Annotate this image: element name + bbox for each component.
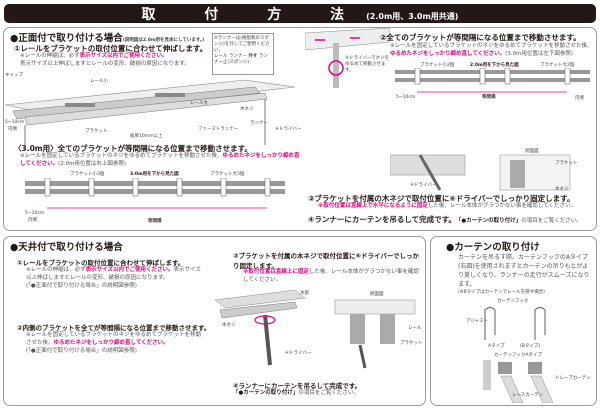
label-small-brackets: ブラケット小2個 [420, 63, 455, 68]
ceiling-step3-note: ※取付位置は直線上に固定した後、レール本体がグラつかない事を確認してください。 [243, 269, 419, 283]
front-step4: ④ランナーにカーテンを吊るして完成です。「●カーテンの取り付け」の項目をご覧くだ… [308, 215, 582, 224]
label-rail-small: レール小 [90, 79, 108, 84]
label-adjust: アジャスト [466, 319, 489, 324]
ceiling-step2-note: ※レールを固定しているブラケットのネジをゆるめてブラケットを移動させた後、ゆるめ… [26, 332, 201, 354]
hook-diagram [484, 306, 546, 340]
label-equal-2m: 等間隔 [482, 95, 496, 100]
label-cap: キャップ [5, 73, 23, 78]
label-inside-3m: 内側 [28, 218, 37, 223]
label-runner: ランナー [250, 121, 268, 126]
curtain-note: (※Bタイプはカーテンでレールを隠す場合) [458, 290, 545, 295]
front-heading: ●正面付で取り付ける場合(説明図は2.0m用を見本にしています。) [10, 33, 205, 44]
front-mount-panel [3, 27, 597, 231]
label-inside: 内側 [8, 127, 17, 132]
label-c-side: 側面図 [370, 292, 384, 297]
label-wood-screw: 木ネジ [555, 187, 569, 192]
label-c-driver: ④ドライバー [285, 351, 312, 356]
ceiling-heading: ●天井付で取り付ける場合 [10, 242, 123, 253]
label-first-runner: ファーストランナー [198, 127, 239, 132]
page-subtitle: (2.0m用、3.0m用共通) [366, 12, 459, 21]
ceiling-diagram [215, 290, 416, 369]
curtain-body: カーテンを吊るす際、カーテンフックのAタイプ(右図)を使用されますとカーテンの吊… [458, 254, 590, 288]
label-loosen: ④ドライバーでネジをゆるめて移動させます。 [345, 56, 390, 73]
ceiling-step1: ①レールをブラケットの取付位置に合わせて伸ばします。 [17, 259, 185, 267]
label-drape: ドレープカーテン [555, 376, 591, 381]
curtain-hang-diagram [483, 360, 554, 403]
front-step-3m: 〈3.0m用〉全てのブラケットが等間隔になる位置まで移動させます。 [14, 144, 252, 153]
front-step1-note: ※レールの伸縮は、必ず表示サイズ以内でご使用ください。表示サイズ以上伸ばしますと… [20, 53, 190, 67]
ceiling-step3: ③ブラケットを付属の木ネジで取付位置に④ドライバーでしっかり固定します。 [233, 252, 419, 270]
label-equal-3m: 等間隔 [148, 219, 162, 224]
label-c-bracket: ブラケット [400, 341, 423, 346]
front-step3: ③ブラケットを付属の木ネジで取付位置に④ドライバーでしっかり固定します。 [308, 194, 575, 203]
label-side-view: 側面図 [525, 149, 539, 154]
rail-2m-bottom-view [395, 68, 590, 93]
label-offset: 5~10cm [5, 120, 25, 125]
curtain-panel [430, 236, 597, 406]
label-view-3m: 3.0m用を下から見た図 [130, 172, 179, 177]
bracket-detail-diagram [305, 28, 390, 88]
label-bracket: ブラケット [85, 129, 108, 134]
page-title: 取 付 方 法 [141, 7, 367, 23]
label-c-rail: レール [408, 326, 422, 331]
ceiling-mount-panel [3, 236, 426, 406]
front-step-3m-note: ※レールを固定しているブラケットのネジをゆるめてブラケットを移動させた後、ゆるめ… [20, 153, 300, 167]
front-step1: ①レールをブラケットの取付位置に合わせて伸ばします。 [14, 44, 208, 53]
front-step2-note: ※レールを固定しているブラケットのネジをゆるめてブラケットを移動させた後、ゆるめ… [390, 43, 593, 57]
ceiling-step2: ②内側のブラケットを全てが等間隔になる位置まで移動させます。 [17, 324, 211, 332]
label-hook: カーテンフック [497, 299, 529, 304]
label-board: 板厚10mm以上 [130, 134, 163, 139]
label-inside-2m: 内側 [575, 96, 584, 101]
label-driver: ④ドライバー [275, 127, 302, 132]
side-view-diagram [390, 154, 571, 191]
label-small-3: ブラケット小3個 [70, 172, 105, 177]
label-c-screw: 木ネジ [222, 323, 236, 328]
label-type-a: Aタイプ [488, 344, 505, 349]
label-driver-3: ④ドライバー [410, 183, 437, 188]
runner-note-box: ※ランナーは(樹脂製のスポンジ)を外してご使用ください。レール ランナー 外す … [212, 33, 274, 75]
label-wood: 木部 [300, 291, 309, 296]
label-lace: レースカーテン [512, 393, 544, 398]
front-step2: ②全てのブラケットが等間隔になる位置まで移動させます。 [380, 33, 581, 42]
label-bracket-3: ブラケット [555, 161, 578, 166]
ceiling-step4-ref: 「●カーテンの取り付け」の項目をご覧ください。 [233, 390, 359, 396]
label-view-2m: 2.0m用を下から見た図 [470, 63, 519, 68]
ceiling-step1-note: ※レールの伸縮は、必ず表示サイズ以内でご使用ください。表示サイズ以上伸ばしますと… [26, 267, 201, 289]
label-type-b: (Bタイプ) [520, 344, 541, 349]
curtain-heading: ●カーテンの取り付け [446, 242, 540, 253]
ceiling-step4: ④ランナーにカーテンを吊るして完成です。 [233, 382, 362, 390]
label-screw: 木ネジ [240, 107, 254, 112]
label-offset-2m: 5~10cm [396, 95, 416, 100]
label-large-brackets: ブラケット大2個 [540, 63, 575, 68]
front-rail-diagram [5, 79, 296, 145]
label-offset-3m: 5~10cm [25, 211, 45, 216]
label-hook-a: カーテンフックAタイプ [494, 353, 542, 358]
page-header: 取 付 方 法(2.0m用、3.0m用共通) [4, 4, 596, 23]
front-step3-note: ※取付位置は直線上で水平になるように固定した後、レール本体がグラつかない事を確認… [318, 203, 577, 209]
rail-3m-bottom-view [25, 178, 285, 209]
label-large-3: ブラケット大3個 [210, 172, 245, 177]
label-rail-large: レール大 [190, 101, 208, 106]
